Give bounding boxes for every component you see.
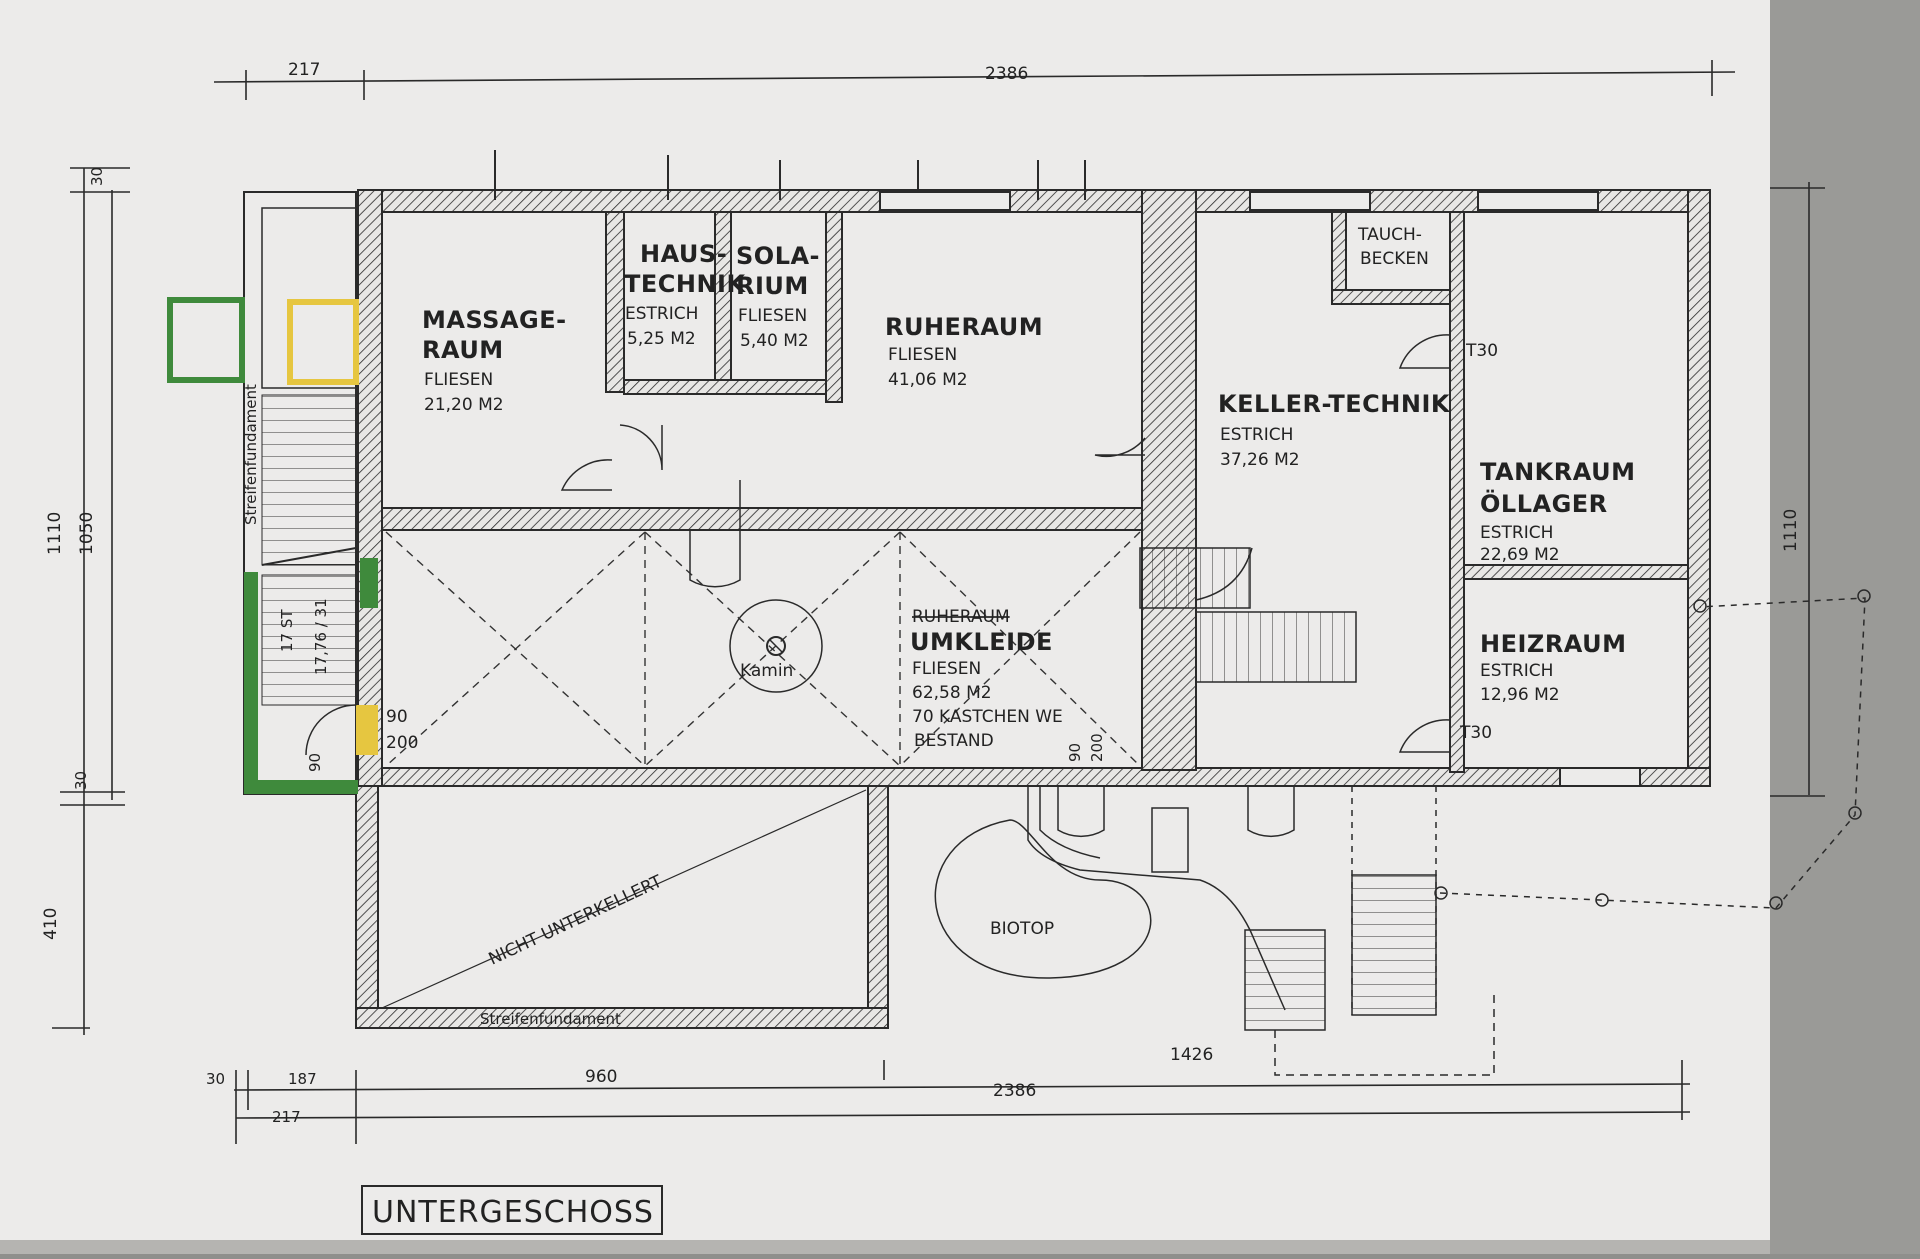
dimension-lines — [52, 60, 1825, 1144]
ruheraum-area: 41,06 M2 — [888, 370, 968, 390]
keller-floor: ESTRICH — [1220, 425, 1293, 445]
umkleide-area: 62,58 M2 — [912, 683, 992, 703]
dim-left-410: 410 — [41, 908, 61, 940]
door-w-mid: 90 — [1066, 743, 1084, 762]
umkleide-note-2: BESTAND — [914, 731, 994, 751]
dim-top-total: 2386 — [985, 64, 1028, 84]
door-swings — [560, 334, 1451, 837]
t30-label-b: T30 — [1459, 723, 1492, 743]
dim-left-1050: 1050 — [77, 512, 97, 555]
heizraum-floor: ESTRICH — [1480, 661, 1553, 681]
kamin-circle — [729, 599, 823, 693]
tankraum-name-2: ÖLLAGER — [1480, 488, 1608, 518]
keller-area: 37,26 M2 — [1220, 450, 1300, 470]
haustechnik-area: 5,25 M2 — [627, 329, 696, 349]
streifen-left-label: Streifenfundament — [242, 384, 260, 525]
stair-st-label: 17 ST — [278, 609, 296, 652]
dim-left-1110: 1110 — [45, 512, 65, 555]
massage-name-2: RAUM — [422, 336, 504, 364]
door-w-left2: 90 — [306, 753, 324, 772]
dim-left-30-top: 30 — [88, 167, 106, 186]
umkleide-name: UMKLEIDE — [910, 628, 1053, 656]
door-w-left: 90 — [386, 707, 408, 727]
kamin-center — [766, 636, 786, 656]
plan-title: UNTERGESCHOSS — [372, 1195, 654, 1230]
haustechnik-name-2: TECHNIK — [624, 270, 746, 298]
inner-stair — [1139, 547, 1357, 683]
nicht-unterkellert-diagonal — [381, 789, 867, 1009]
dim-bottom-30: 30 — [206, 1070, 225, 1088]
tauchbecken-name-1: TAUCH- — [1357, 225, 1422, 245]
tankraum-floor: ESTRICH — [1480, 523, 1553, 543]
keller-name: KELLER-TECHNIK — [1218, 390, 1451, 418]
stair-ratio-label: 17,76 / 31 — [312, 598, 330, 675]
solarium-name-1: SOLA- — [736, 242, 820, 270]
solarium-name-2: RIUM — [736, 272, 809, 300]
umkleide-ceiling-lines — [385, 531, 1141, 767]
massage-floor: FLIESEN — [424, 370, 493, 390]
heizraum-area: 12,96 M2 — [1480, 685, 1560, 705]
dim-right-1110: 1110 — [1781, 509, 1801, 552]
dim-left-30-bottom: 30 — [72, 771, 90, 790]
massage-name-1: MASSAGE- — [422, 306, 567, 334]
haustechnik-name-1: HAUS- — [640, 240, 727, 268]
window-marks — [494, 150, 1641, 787]
kamin-label: Kamin — [740, 661, 793, 681]
streifen-bottom-label: Streifenfundament — [480, 1010, 621, 1028]
dim-bottom-187: 187 — [288, 1070, 317, 1088]
biotop-label: BIOTOP — [990, 919, 1054, 939]
walls — [355, 189, 1711, 1029]
umkleide-note-1: 70 KASTCHEN WE — [912, 707, 1063, 727]
haustechnik-floor: ESTRICH — [625, 304, 698, 324]
ruheraum-floor: FLIESEN — [888, 345, 957, 365]
umkleide-struck-name: RUHERAUM — [912, 607, 1010, 627]
biotop-outdoor — [934, 589, 1871, 1076]
dim-bottom-960: 960 — [585, 1067, 617, 1087]
plan-title-box — [361, 1185, 663, 1235]
tauchbecken-name-2: BECKEN — [1360, 249, 1429, 269]
paper-shadow-right — [1770, 0, 1920, 1254]
ruheraum-name: RUHERAUM — [885, 313, 1043, 341]
dim-bottom-217: 217 — [272, 1108, 301, 1126]
solarium-floor: FLIESEN — [738, 306, 807, 326]
solarium-area: 5,40 M2 — [740, 331, 809, 351]
door-h-left: 200 — [386, 733, 418, 753]
massage-area: 21,20 M2 — [424, 395, 504, 415]
t30-label-a: T30 — [1465, 341, 1498, 361]
door-h-mid: 200 — [1088, 733, 1106, 762]
paper-edge-bottom — [0, 1240, 1770, 1254]
tankraum-name-1: TANKRAUM — [1480, 458, 1635, 486]
dim-top-left: 217 — [288, 60, 320, 80]
umkleide-floor: FLIESEN — [912, 659, 981, 679]
left-entry-area — [167, 191, 378, 795]
dim-bottom-2386: 2386 — [993, 1081, 1036, 1101]
tankraum-area: 22,69 M2 — [1480, 545, 1560, 565]
heizraum-name: HEIZRAUM — [1480, 630, 1627, 658]
dim-bottom-1426: 1426 — [1170, 1045, 1213, 1065]
